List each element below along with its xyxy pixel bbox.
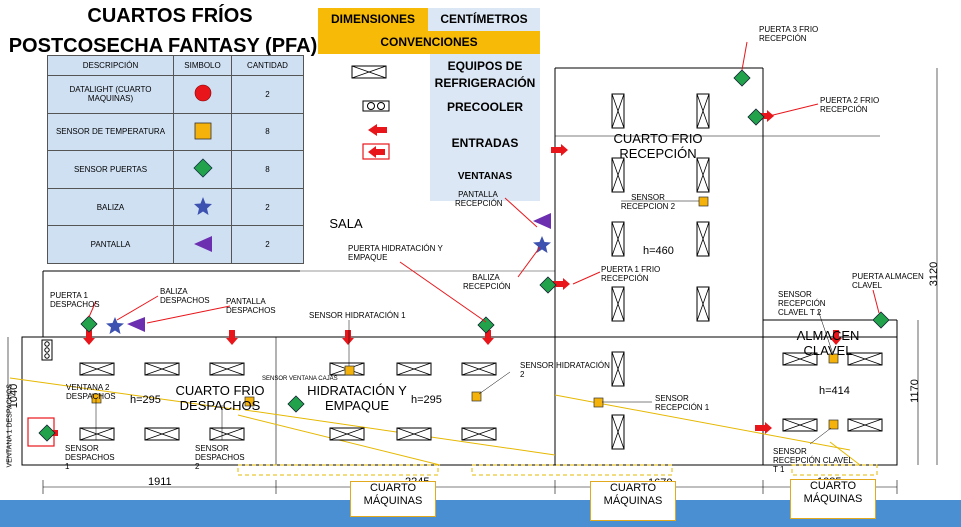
dim-1170: 1170	[908, 379, 921, 403]
label-sensor-recepcion1: SENSOR RECEPCIÓN 1	[655, 394, 710, 412]
green-diamond-icon	[192, 158, 213, 179]
label-sensor-despachos1: SENSOR DESPACHOS 1	[65, 444, 115, 471]
legend-qty: 2	[231, 187, 304, 227]
label-baliza-recepcion: BALIZA RECEPCIÓN	[463, 273, 511, 291]
label-sensor-recepcion2: SENSOR RECEPCION 2	[620, 193, 676, 211]
label-puerta1-despachos: PUERTA 1 DESPACHOS	[50, 291, 100, 309]
label-sensor-clavel-t2: SENSOR RECEPCIÓN CLAVEL T 2	[778, 290, 826, 317]
legend-qty: 2	[231, 225, 304, 264]
dim-3120: 3120	[928, 261, 941, 287]
legend-header-qty: CANTIDAD	[231, 55, 304, 76]
dim-1040: 1040	[8, 383, 21, 409]
machine-room-2: CUARTO MÁQUINAS	[590, 481, 676, 521]
room-despachos: CUARTO FRIO DESPACHOS	[175, 383, 265, 413]
label-puerta2: PUERTA 2 FRIO RECEPCIÓN	[820, 96, 880, 114]
conventions-panel	[430, 54, 540, 201]
legend-desc: BALIZA	[47, 187, 174, 227]
hidratacion-height: h=295	[411, 394, 442, 406]
precooler-icon	[362, 100, 390, 112]
label-sensor-clavel-t1: SENSOR RECEPCIÓN CLAVEL T 1	[773, 447, 853, 474]
label-pantalla-despachos: PANTALLA DESPACHOS	[226, 297, 276, 315]
red-circle-icon	[194, 84, 211, 102]
label-pantalla-recepcion: PANTALLA RECEPCIÓN	[455, 190, 503, 208]
convenciones-label: CONVENCIONES	[318, 31, 540, 54]
room-hidratacion: HIDRATACIÓN Y EMPAQUE	[307, 383, 407, 413]
label-sensor-hidratacion1: SENSOR HIDRATACIÓN 1	[309, 311, 406, 320]
label-puerta3: PUERTA 3 FRIO RECEPCIÓN	[759, 25, 819, 43]
despachos-height: h=295	[130, 394, 161, 406]
legend-desc: SENSOR DE TEMPERATURA	[47, 112, 174, 152]
equipos-label: EQUIPOS DE REFRIGERACIÓN	[434, 59, 536, 90]
legend-desc: PANTALLA	[47, 225, 174, 264]
label-ventana2-despachos: VENTANA 2 DESPACHOS	[66, 383, 116, 401]
ventanas-label: VENTANAS	[457, 171, 513, 182]
legend-qty: 8	[231, 112, 304, 152]
centimetros-label: CENTÍMETROS	[428, 8, 540, 31]
label-baliza-despachos: BALIZA DESPACHOS	[160, 287, 210, 305]
label-puerta1-recepcion: PUERTA 1 FRIO RECEPCIÓN	[601, 265, 661, 283]
dimensiones-label: DIMENSIONES	[318, 8, 428, 31]
room-sala: SALA	[329, 216, 363, 231]
dim-1911: 1911	[148, 476, 172, 488]
label-sensor-ventana-cajas: SENSOR VENTANA CAJAS	[262, 376, 338, 382]
title-line-2: POSTCOSECHA FANTASY (PFA)	[8, 35, 318, 57]
room-cuarto-recepcion: CUARTO FRIO RECEPCIÓN	[613, 131, 703, 161]
precooler-label: PRECOOLER	[446, 100, 523, 114]
room-almacen: ALMACEN CLAVEL	[796, 328, 860, 358]
purple-triangle-icon	[193, 235, 212, 252]
legend-table: DESCRIPCIÓN SIMBOLO CANTIDAD DATALIGHT (…	[47, 55, 304, 264]
title-line-1: CUARTOS FRÍOS	[87, 5, 253, 27]
label-puerta-almacen: PUERTA ALMACEN CLAVEL	[852, 272, 924, 290]
machine-room-3: CUARTO MÁQUINAS	[790, 479, 876, 519]
orange-square-icon	[194, 122, 211, 140]
entradas-label: ENTRADAS	[451, 136, 519, 150]
legend-qty: 2	[231, 75, 304, 114]
almacen-height: h=414	[819, 385, 850, 397]
legend-qty: 8	[231, 150, 304, 189]
legend-desc: DATALIGHT (CUARTO MAQUINAS)	[47, 75, 174, 114]
label-puerta-hidratacion: PUERTA HIDRATACIÓN Y EMPAQUE	[348, 244, 443, 262]
blue-star-icon	[193, 197, 212, 216]
machine-room-1: CUARTO MÁQUINAS	[350, 481, 436, 517]
label-sensor-despachos2: SENSOR DESPACHOS 2	[195, 444, 245, 471]
recepcion-height: h=460	[643, 245, 674, 257]
label-sensor-hidratacion2: SENSOR HIDRATACIÓN 2	[520, 361, 610, 379]
